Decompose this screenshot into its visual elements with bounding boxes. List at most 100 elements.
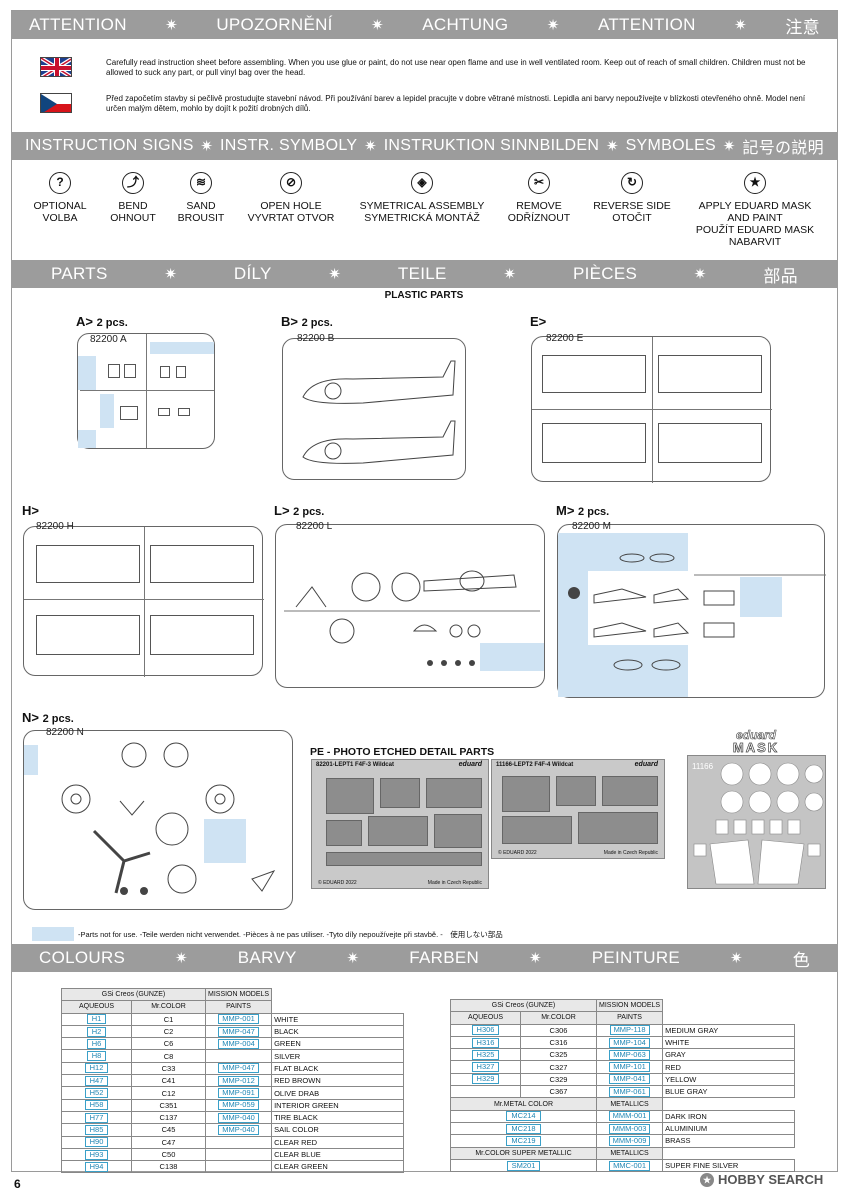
table-cell: H85 [61,1123,132,1137]
star-icon: ✷ [200,138,214,155]
paint-code: MMC-001 [609,1160,650,1171]
paint-code: SM201 [506,1160,541,1171]
table-cell: H90 [61,1135,132,1149]
tail-and-small-parts [568,553,826,671]
pe-brand: eduard [634,761,658,768]
pe-panel [502,816,572,844]
wing-lower-part [36,615,140,655]
paint-code: H47 [84,1075,109,1086]
sprue-e: 82200 E [531,333,772,483]
sprue-code: 82200 E [546,333,584,344]
warning-en: Carefully read instruction sheet before … [106,58,806,77]
table-header: GSi Creos (GUNZE) [61,987,206,1002]
wing-lower-part [150,615,254,655]
sprue-l: 82200 L [275,521,545,688]
star-icon: ✷ [164,266,178,283]
table-cell: MMP-004 [204,1037,273,1051]
table-cell: MMM-009 [595,1134,664,1148]
parts-jp: 部品 [763,266,798,286]
part [108,364,120,378]
table-cell: C50 [131,1147,206,1162]
unused-area [480,643,544,671]
table-cell: MMP-118 [595,1023,664,1037]
table-cell: C316 [520,1035,597,1050]
table-cell: C6 [131,1037,206,1051]
table-cell: C306 [520,1023,597,1037]
table-cell: H306 [450,1023,521,1037]
table-cell: MMP-040 [204,1123,273,1137]
symmetrical-icon: ◈ [411,172,433,194]
pe-fret-1: 82201-LEPT1 F4F-3 Wildcat eduard © EDUAR… [311,759,489,889]
table-cell: H12 [61,1061,132,1076]
pe-panel [380,778,420,808]
colours-cz: BARVY [237,948,297,967]
question-icon: ? [49,172,71,194]
paint-code: H306 [471,1025,500,1036]
table-cell: CLEAR BLUE [271,1147,405,1162]
open-hole-icon: ⊘ [280,172,302,194]
warning-cz: Před započetím stavby si pečlivě prostud… [106,94,806,113]
part [160,366,170,378]
parts-cz: DÍLY [233,264,272,283]
wing-upper-part [150,545,254,583]
table-cell: H327 [450,1060,521,1074]
paint-code: H94 [84,1161,109,1172]
parts-fr: PIÈCES [572,264,638,283]
table-cell: MMP-040 [204,1110,273,1125]
table-cell: MMP-047 [204,1061,273,1076]
table-cell: C351 [131,1098,206,1112]
table-cell: C137 [131,1110,206,1125]
table-cell: SILVER [271,1049,405,1063]
sprue-m-label: M> 2 pcs. [556,503,610,518]
table-cell: MC219 [450,1134,597,1148]
table-cell: MMC-001 [595,1158,664,1173]
paint-code: H8 [86,1051,107,1062]
remove-icon: ✂ [528,172,550,194]
paint-code: H77 [84,1112,109,1123]
part [158,408,170,416]
paint-code: MMP-047 [218,1026,259,1037]
star-icon: ✷ [734,17,747,34]
paint-code: MMP-101 [609,1062,650,1073]
table-header: MISSION MODELS [204,987,273,1002]
signs-jp: 記号の説明 [742,140,824,157]
paint-code: MMM-001 [608,1111,651,1122]
table-cell: H325 [450,1048,521,1062]
parts-en: PARTS [51,264,108,283]
unused-area [24,745,38,775]
bend-icon: ⤴ [122,172,144,194]
paint-code: H327 [471,1062,500,1073]
paint-code: H316 [471,1037,500,1048]
star-icon: ✷ [503,266,517,283]
table-cell: GRAY [662,1048,796,1062]
paint-code: MMP-012 [218,1075,259,1086]
table-cell: C47 [131,1135,206,1149]
paint-code: MMP-001 [218,1014,259,1025]
pe-copyright: © EDUARD 2022 [318,880,357,886]
paint-code: H90 [84,1137,109,1148]
star-icon: ✷ [729,950,743,967]
table-cell: SM201 [450,1158,597,1173]
mask-icon: ★ [744,172,766,194]
sand-icon: ≋ [190,172,212,194]
mask-code: 11166 [692,762,714,771]
star-icon: ✷ [528,950,542,967]
pe-panel [326,778,374,814]
table-cell: MMP-101 [595,1060,664,1074]
table-cell: DARK IRON [662,1109,796,1123]
paint-code: MMP-040 [218,1124,259,1135]
colours-de: FARBEN [409,948,480,967]
watermark-text: HOBBY SEARCH [718,1172,824,1187]
table-cell: MMP-061 [595,1085,664,1099]
paint-code: H12 [84,1063,109,1074]
